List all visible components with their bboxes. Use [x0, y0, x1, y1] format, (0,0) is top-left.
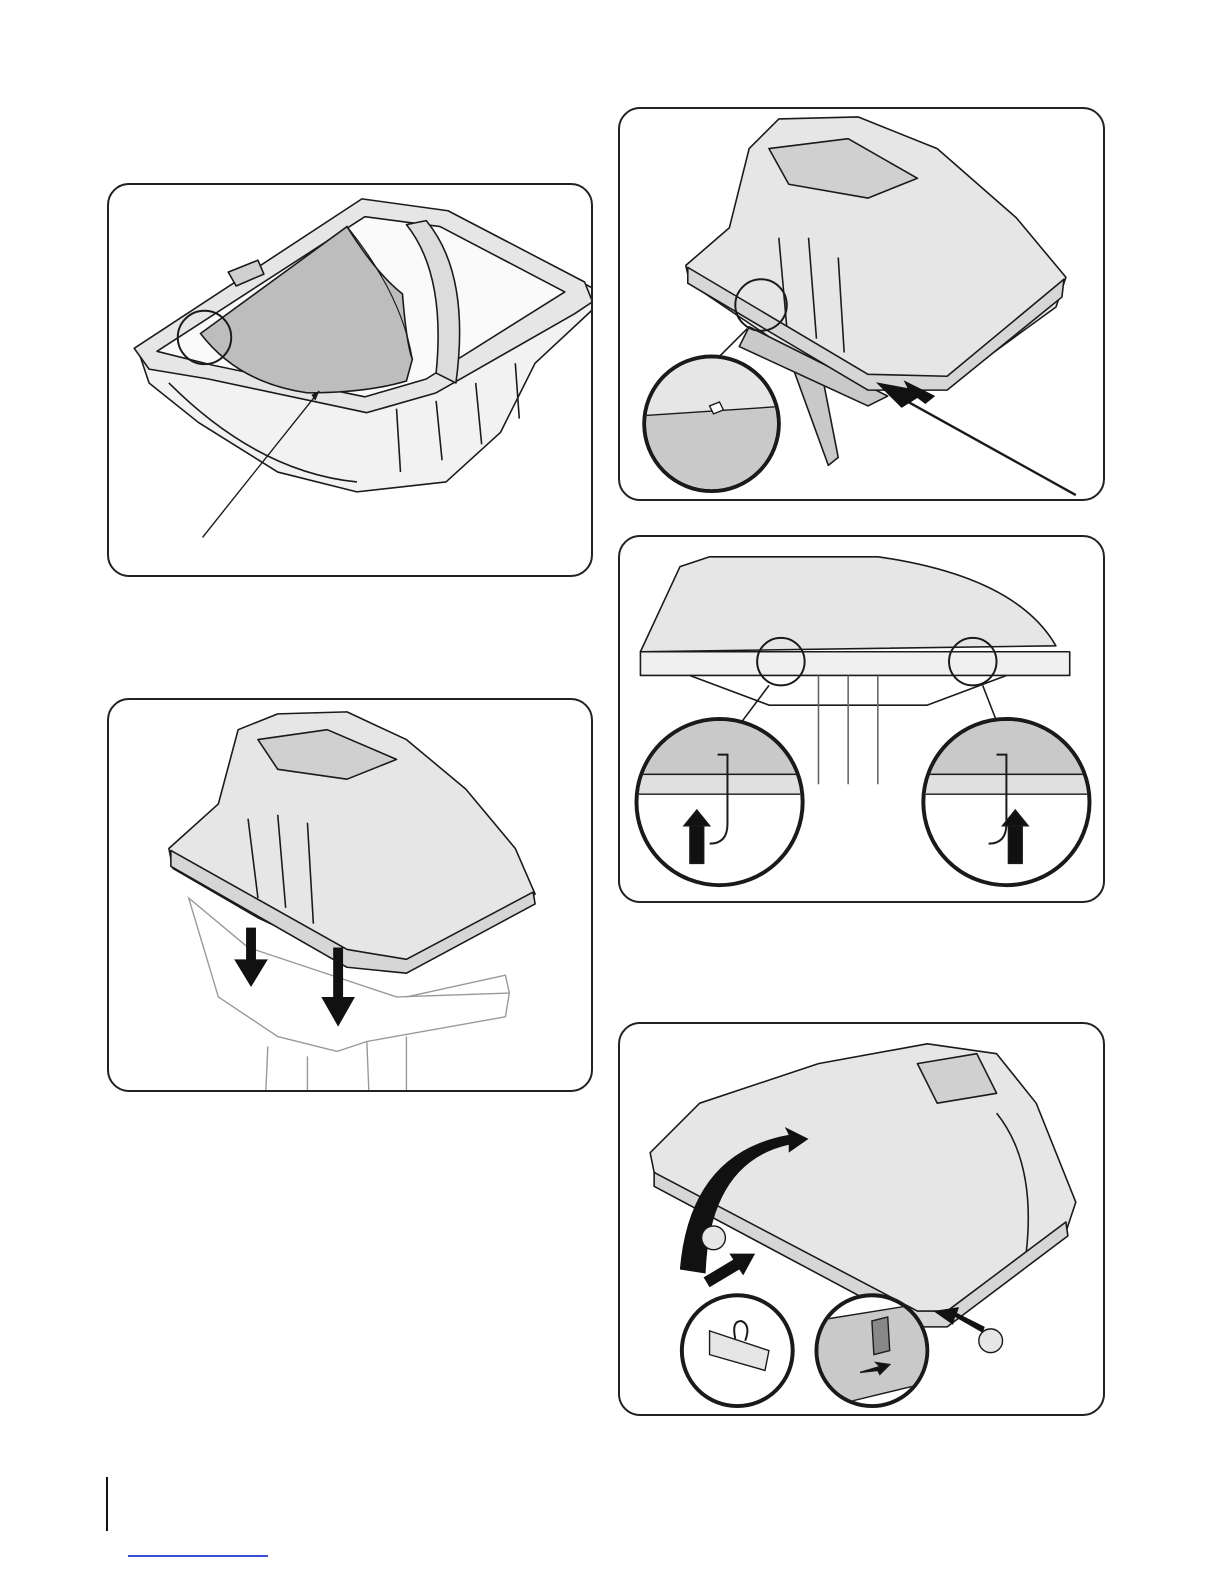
pin-insertion-illustration	[620, 109, 1103, 499]
right-hook-detail	[917, 715, 1095, 885]
pin-rod	[898, 396, 1076, 495]
magnified-detail	[640, 356, 788, 499]
figure-hook-engagement	[618, 535, 1105, 903]
left-hook-detail	[631, 715, 809, 885]
push-arrow-left	[704, 1254, 755, 1288]
figure-lid-lowered	[107, 698, 593, 1092]
page-margin-rule	[106, 1477, 108, 1531]
footer-link-underline[interactable]	[128, 1555, 268, 1557]
hook-engagement-illustration	[620, 537, 1103, 901]
bagger-frame-illustration	[109, 185, 591, 575]
figure-pin-insertion	[618, 107, 1105, 501]
latch-detail-left	[682, 1295, 793, 1406]
figure-bagger-frame	[107, 183, 593, 577]
figure-lid-latching	[618, 1022, 1105, 1416]
lid-lowered-illustration	[109, 700, 591, 1090]
callout-marker-b	[979, 1329, 1003, 1353]
callout-marker-a	[702, 1226, 726, 1250]
lid-latching-illustration	[620, 1024, 1103, 1414]
